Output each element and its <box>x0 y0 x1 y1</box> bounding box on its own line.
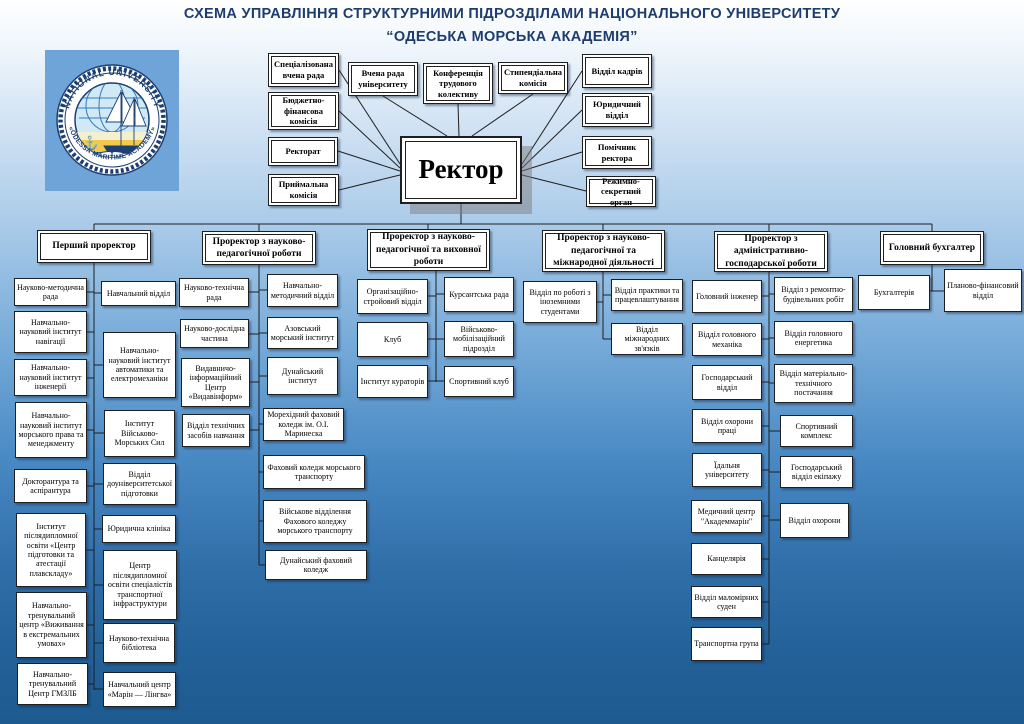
org-unit-box: Відділ головного механіка <box>692 323 762 356</box>
org-unit-box: Інститут післядипломної освіти «Центр пі… <box>16 513 86 587</box>
org-unit-box: Дунайський інститут <box>267 357 338 395</box>
org-unit-box: Відділ доуніверситетської підготовки <box>103 463 176 505</box>
org-unit-box: Спортивний клуб <box>444 366 514 397</box>
org-unit-box: Спортивний комплекс <box>780 415 853 447</box>
org-unit-box: Відділ технічних засобів навчання <box>182 414 250 447</box>
org-unit-box: Навчальний центр «Марін — Лінгва» <box>103 672 176 707</box>
org-unit-box: Відділ міжнародних зв'язків <box>611 323 683 355</box>
org-unit-box: Відділ з ремонтно-будівельних робіт <box>774 277 853 312</box>
org-unit-box: Видавничо-інформаційний Центр «Видавінфо… <box>181 358 250 407</box>
box-rectorate: Ректорат <box>268 137 338 166</box>
rector-radial-lines <box>337 69 587 192</box>
org-unit-box: Їдальня університету <box>692 453 762 487</box>
org-unit-box: Відділ по роботі з іноземними студентами <box>523 281 597 323</box>
branch-stub-lines <box>86 289 780 690</box>
org-unit-box: Відділ практики та працевлаштування <box>611 279 683 311</box>
org-unit-box: Транспортна група <box>691 627 762 661</box>
university-emblem: ⚓ NATIONAL UNIVERSITY «ODESSA MARITIME A… <box>45 50 179 191</box>
org-unit-box: Центр післядипломної освіти спеціалістів… <box>103 550 177 620</box>
box-labor-collective-conference: Конференція трудового колективу <box>423 63 493 104</box>
org-unit-box: Навчально-науковий інститут морського пр… <box>15 402 87 458</box>
org-unit-box: Навчально-методичний відділ <box>267 274 338 307</box>
org-unit-box: Військове відділення Фахового коледжу мо… <box>263 500 367 543</box>
org-unit-box: Навчально-тренувальний Центр ГМЗЛБ <box>17 663 88 705</box>
box-scholarship-commission: Стипендіальна комісія <box>498 62 568 94</box>
trunk-lines <box>93 204 933 232</box>
rector-box: Ректор <box>400 136 522 204</box>
org-unit-box: Господарський відділ <box>692 365 762 400</box>
org-unit-box: Канцелярія <box>691 543 762 575</box>
org-unit-box: Планово-фінансовий відділ <box>944 269 1022 312</box>
org-unit-box: Відділ охорони <box>780 503 849 538</box>
org-unit-box: Навчально-науковий інститут інженерії <box>14 359 87 396</box>
branch-header-international-vice-rector: Проректор з науково-педагогічної та міжн… <box>542 230 665 272</box>
org-unit-box: Відділ охорони праці <box>692 409 762 443</box>
box-hr-department: Відділ кадрів <box>582 54 652 88</box>
org-unit-box: Головний інженер <box>692 280 762 313</box>
org-unit-box: Інститут кураторів <box>357 365 428 398</box>
org-unit-box: Юридична клініка <box>102 515 176 543</box>
org-unit-box: Докторантура та аспірантура <box>14 469 87 503</box>
box-specialized-academic-council: Спеціалізована вчена рада <box>268 53 339 87</box>
org-unit-box: Науково-технічна рада <box>179 278 249 307</box>
title-line-1: СХЕМА УПРАВЛІННЯ СТРУКТУРНИМИ ПІДРОЗДІЛА… <box>183 6 841 22</box>
org-unit-box: Азовський морський інститут <box>267 317 338 349</box>
box-admissions-committee: Приймальна комісія <box>268 174 339 206</box>
org-unit-box: Навчально-тренувальний центр «Виживання … <box>16 592 87 658</box>
org-unit-box: Клуб <box>357 322 428 357</box>
org-unit-box: Відділ головного енергетика <box>774 321 853 355</box>
title-line-2: “ОДЕСЬКА МОРСЬКА АКАДЕМІЯ” <box>386 29 638 45</box>
org-unit-box: Медичний центр "Академмарін" <box>691 500 762 533</box>
org-unit-box: Військово-мобілізаційний підрозділ <box>444 321 514 357</box>
branch-header-chief-accountant: Головний бухгалтер <box>880 231 984 265</box>
org-unit-box: Науково-методична рада <box>14 278 87 306</box>
branch-header-academic-vice-rector: Проректор з науково-педагогічної роботи <box>202 231 316 265</box>
branch-header-education-vice-rector: Проректор з науково-педагогічної та вихо… <box>367 229 490 271</box>
box-budget-finance-commission: Бюджетно-фінансова комісія <box>268 92 339 130</box>
org-unit-box: Науково-технічна бібліотека <box>103 623 175 663</box>
org-unit-box: Фаховий коледж морського транспорту <box>263 455 365 489</box>
branch-spine-lines <box>93 263 944 690</box>
org-unit-box: Науково-дослідна частина <box>180 319 249 348</box>
org-unit-box: Курсантська рада <box>444 277 514 312</box>
cog-ring-icon <box>58 66 166 174</box>
org-unit-box: Навчально-науковий інститут автоматики т… <box>103 332 176 398</box>
org-unit-box: Відділ маломірних суден <box>691 586 762 618</box>
org-unit-box: Дунайський фаховий коледж <box>265 550 367 580</box>
org-unit-box: Господарський відділ екіпажу <box>780 456 853 488</box>
org-unit-box: Відділ матеріально-технічного постачання <box>774 364 853 403</box>
org-unit-box: Навчальний відділ <box>101 281 176 306</box>
box-security-classified-body: Режимно-секретний орган <box>586 176 656 207</box>
org-unit-box: Організаційно-стройовий відділ <box>357 279 428 314</box>
org-unit-box: Навчально-науковий інститут навігації <box>14 311 87 353</box>
box-rector-assistant: Помічник ректора <box>582 136 652 169</box>
branch-header-administrative-vice-rector: Проректор з адміністративно-господарсько… <box>714 231 828 272</box>
box-legal-department: Юридичний відділ <box>582 93 652 127</box>
org-unit-box: Морехідний фаховий коледж ім. О.І. Марин… <box>263 408 344 441</box>
box-academic-council: Вчена рада університету <box>348 62 418 96</box>
beach-band <box>75 132 149 140</box>
org-unit-box: Бухгалтерія <box>858 275 930 310</box>
branch-header-first-vice-rector: Перший проректор <box>37 230 151 263</box>
org-unit-box: Інститут Військово-Морських Сил <box>104 410 175 457</box>
